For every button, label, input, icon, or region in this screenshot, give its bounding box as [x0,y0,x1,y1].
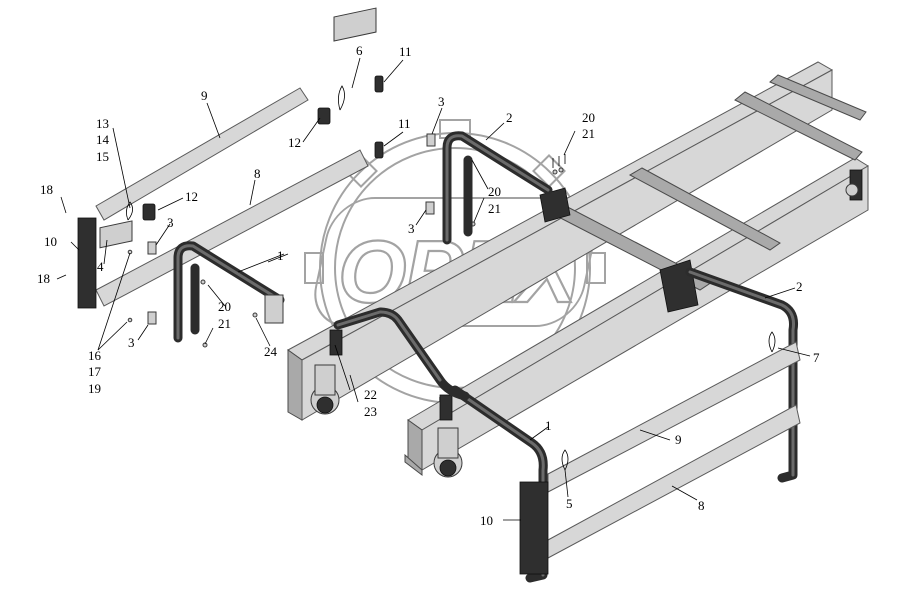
label-12-lower: 12 [185,189,198,204]
label-3-mid-left: 3 [167,215,174,230]
label-21-top: 21 [582,126,595,141]
label-11-top: 11 [399,44,412,59]
label-20-mid: 20 [488,184,501,199]
label-5: 5 [566,496,573,511]
label-21-lower: 21 [218,316,231,331]
leader-lines [56,57,811,521]
label-10-exploded: 10 [44,234,57,249]
label-12-top: 12 [288,135,301,150]
label-8-exploded: 8 [254,166,261,181]
label-4: 4 [97,259,104,274]
label-18-top: 18 [40,182,53,197]
label-2-assembled: 2 [796,279,803,294]
label-15: 15 [96,149,109,164]
label-13: 13 [96,116,109,131]
label-17: 17 [88,364,102,379]
assembled-side-guard [450,267,801,583]
label-11-lower: 11 [398,116,411,131]
label-23: 23 [364,404,377,419]
label-21-mid: 21 [488,201,501,216]
label-22: 22 [364,387,377,402]
chassis-frame [287,61,869,478]
callout-labels: 9 6 11 11 12 3 2 20 21 20 21 13 14 15 12… [37,43,820,528]
label-20-top: 20 [582,110,595,125]
label-3-top: 3 [438,94,445,109]
label-10-assembled: 10 [480,513,493,528]
label-7: 7 [813,350,820,365]
exploded-parts [77,7,566,401]
label-8-assembled: 8 [698,498,705,513]
label-9-assembled: 9 [675,432,682,447]
label-1-exploded: 1 [277,248,284,263]
label-14: 14 [96,132,110,147]
label-1-assembled: 1 [545,418,552,433]
label-3-mid-right: 3 [408,221,415,236]
label-24: 24 [264,344,278,359]
label-16: 16 [88,348,102,363]
label-2-exploded: 2 [506,110,513,125]
label-6: 6 [356,43,363,58]
tow-hook-left [310,364,340,415]
label-19: 19 [88,381,101,396]
label-3-bottom: 3 [128,335,135,350]
tow-hook-right [433,427,463,478]
label-20-lower: 20 [218,299,231,314]
label-9-exploded: 9 [201,88,208,103]
label-18-lower: 18 [37,271,50,286]
